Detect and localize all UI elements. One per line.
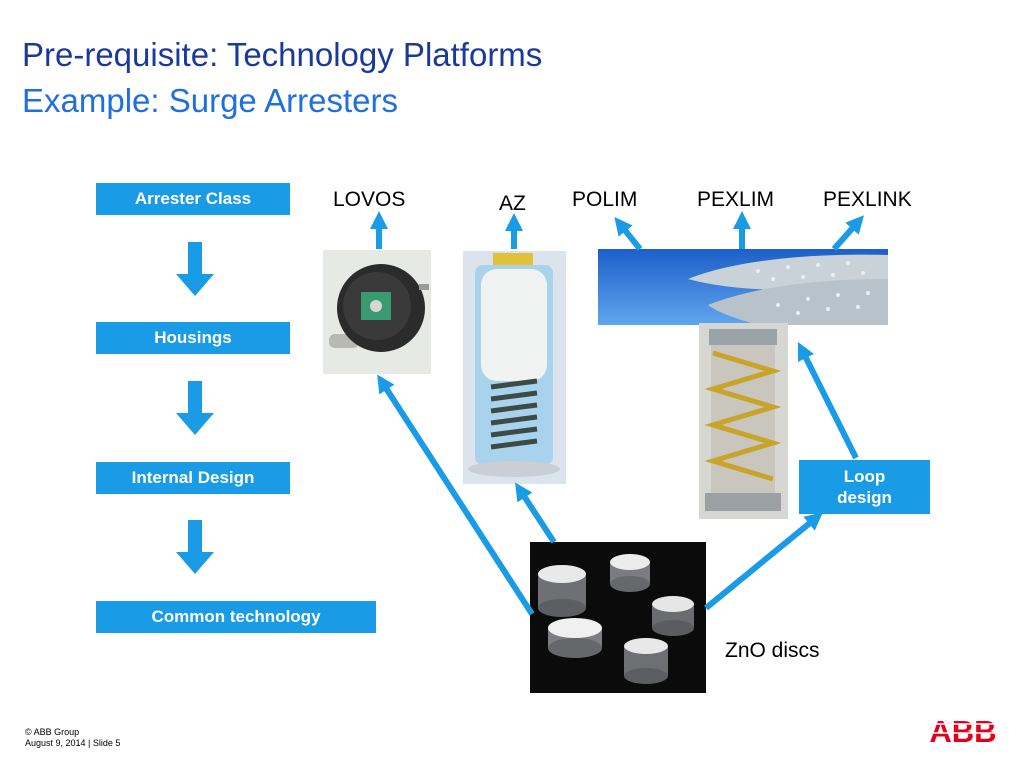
- pexlim-module-photo: [699, 323, 788, 519]
- polymer-sheds-photo: [598, 249, 888, 325]
- footer: © ABB Group August 9, 2014 | Slide 5: [25, 727, 120, 749]
- internal-design-label: Internal Design: [131, 468, 255, 487]
- arrow-down-icon: [176, 520, 214, 574]
- housings-label: Housings: [154, 328, 232, 347]
- arrester-class-label: Arrester Class: [134, 189, 252, 208]
- product-label-pexlim: PEXLIM: [697, 188, 775, 211]
- arrow-down-icon: [176, 242, 214, 296]
- footer-copyright: © ABB Group: [25, 727, 80, 737]
- common-technology-label: Common technology: [151, 607, 321, 626]
- footer-date-slide: August 9, 2014 | Slide 5: [25, 738, 121, 748]
- loop-design-line1: Loop: [843, 467, 886, 486]
- lovos-arrester-photo: [323, 250, 431, 374]
- internal-design-box: Internal Design: [96, 462, 290, 494]
- loop-design-line2: design: [837, 488, 892, 507]
- diagonal-arrow-icon: [704, 512, 823, 611]
- loop-design-box: Loop design: [799, 460, 930, 514]
- arrester-class-box: Arrester Class: [96, 183, 290, 215]
- az-arrester-photo: [463, 251, 566, 484]
- zno-discs-photo: [530, 542, 706, 693]
- diagonal-arrow-icon: [831, 215, 864, 251]
- abb-logo-text: ABB: [929, 714, 996, 746]
- page-subtitle: Example: Surge Arresters: [22, 82, 398, 119]
- product-label-pexlink: PEXLINK: [823, 188, 912, 211]
- arrow-down-icon: [176, 381, 214, 435]
- abb-logo: ABB: [926, 714, 1000, 746]
- diagonal-arrow-icon: [797, 341, 859, 460]
- page-title: Pre-requisite: Technology Platforms: [22, 36, 543, 73]
- diagonal-arrow-icon: [515, 482, 557, 544]
- product-label-lovos: LOVOS: [333, 188, 406, 211]
- zno-discs-label: ZnO discs: [725, 639, 820, 662]
- product-label-polim: POLIM: [572, 188, 638, 211]
- product-label-az: AZ: [499, 192, 526, 215]
- common-technology-box: Common technology: [96, 601, 376, 633]
- housings-box: Housings: [96, 322, 290, 354]
- diagonal-arrow-icon: [614, 216, 643, 251]
